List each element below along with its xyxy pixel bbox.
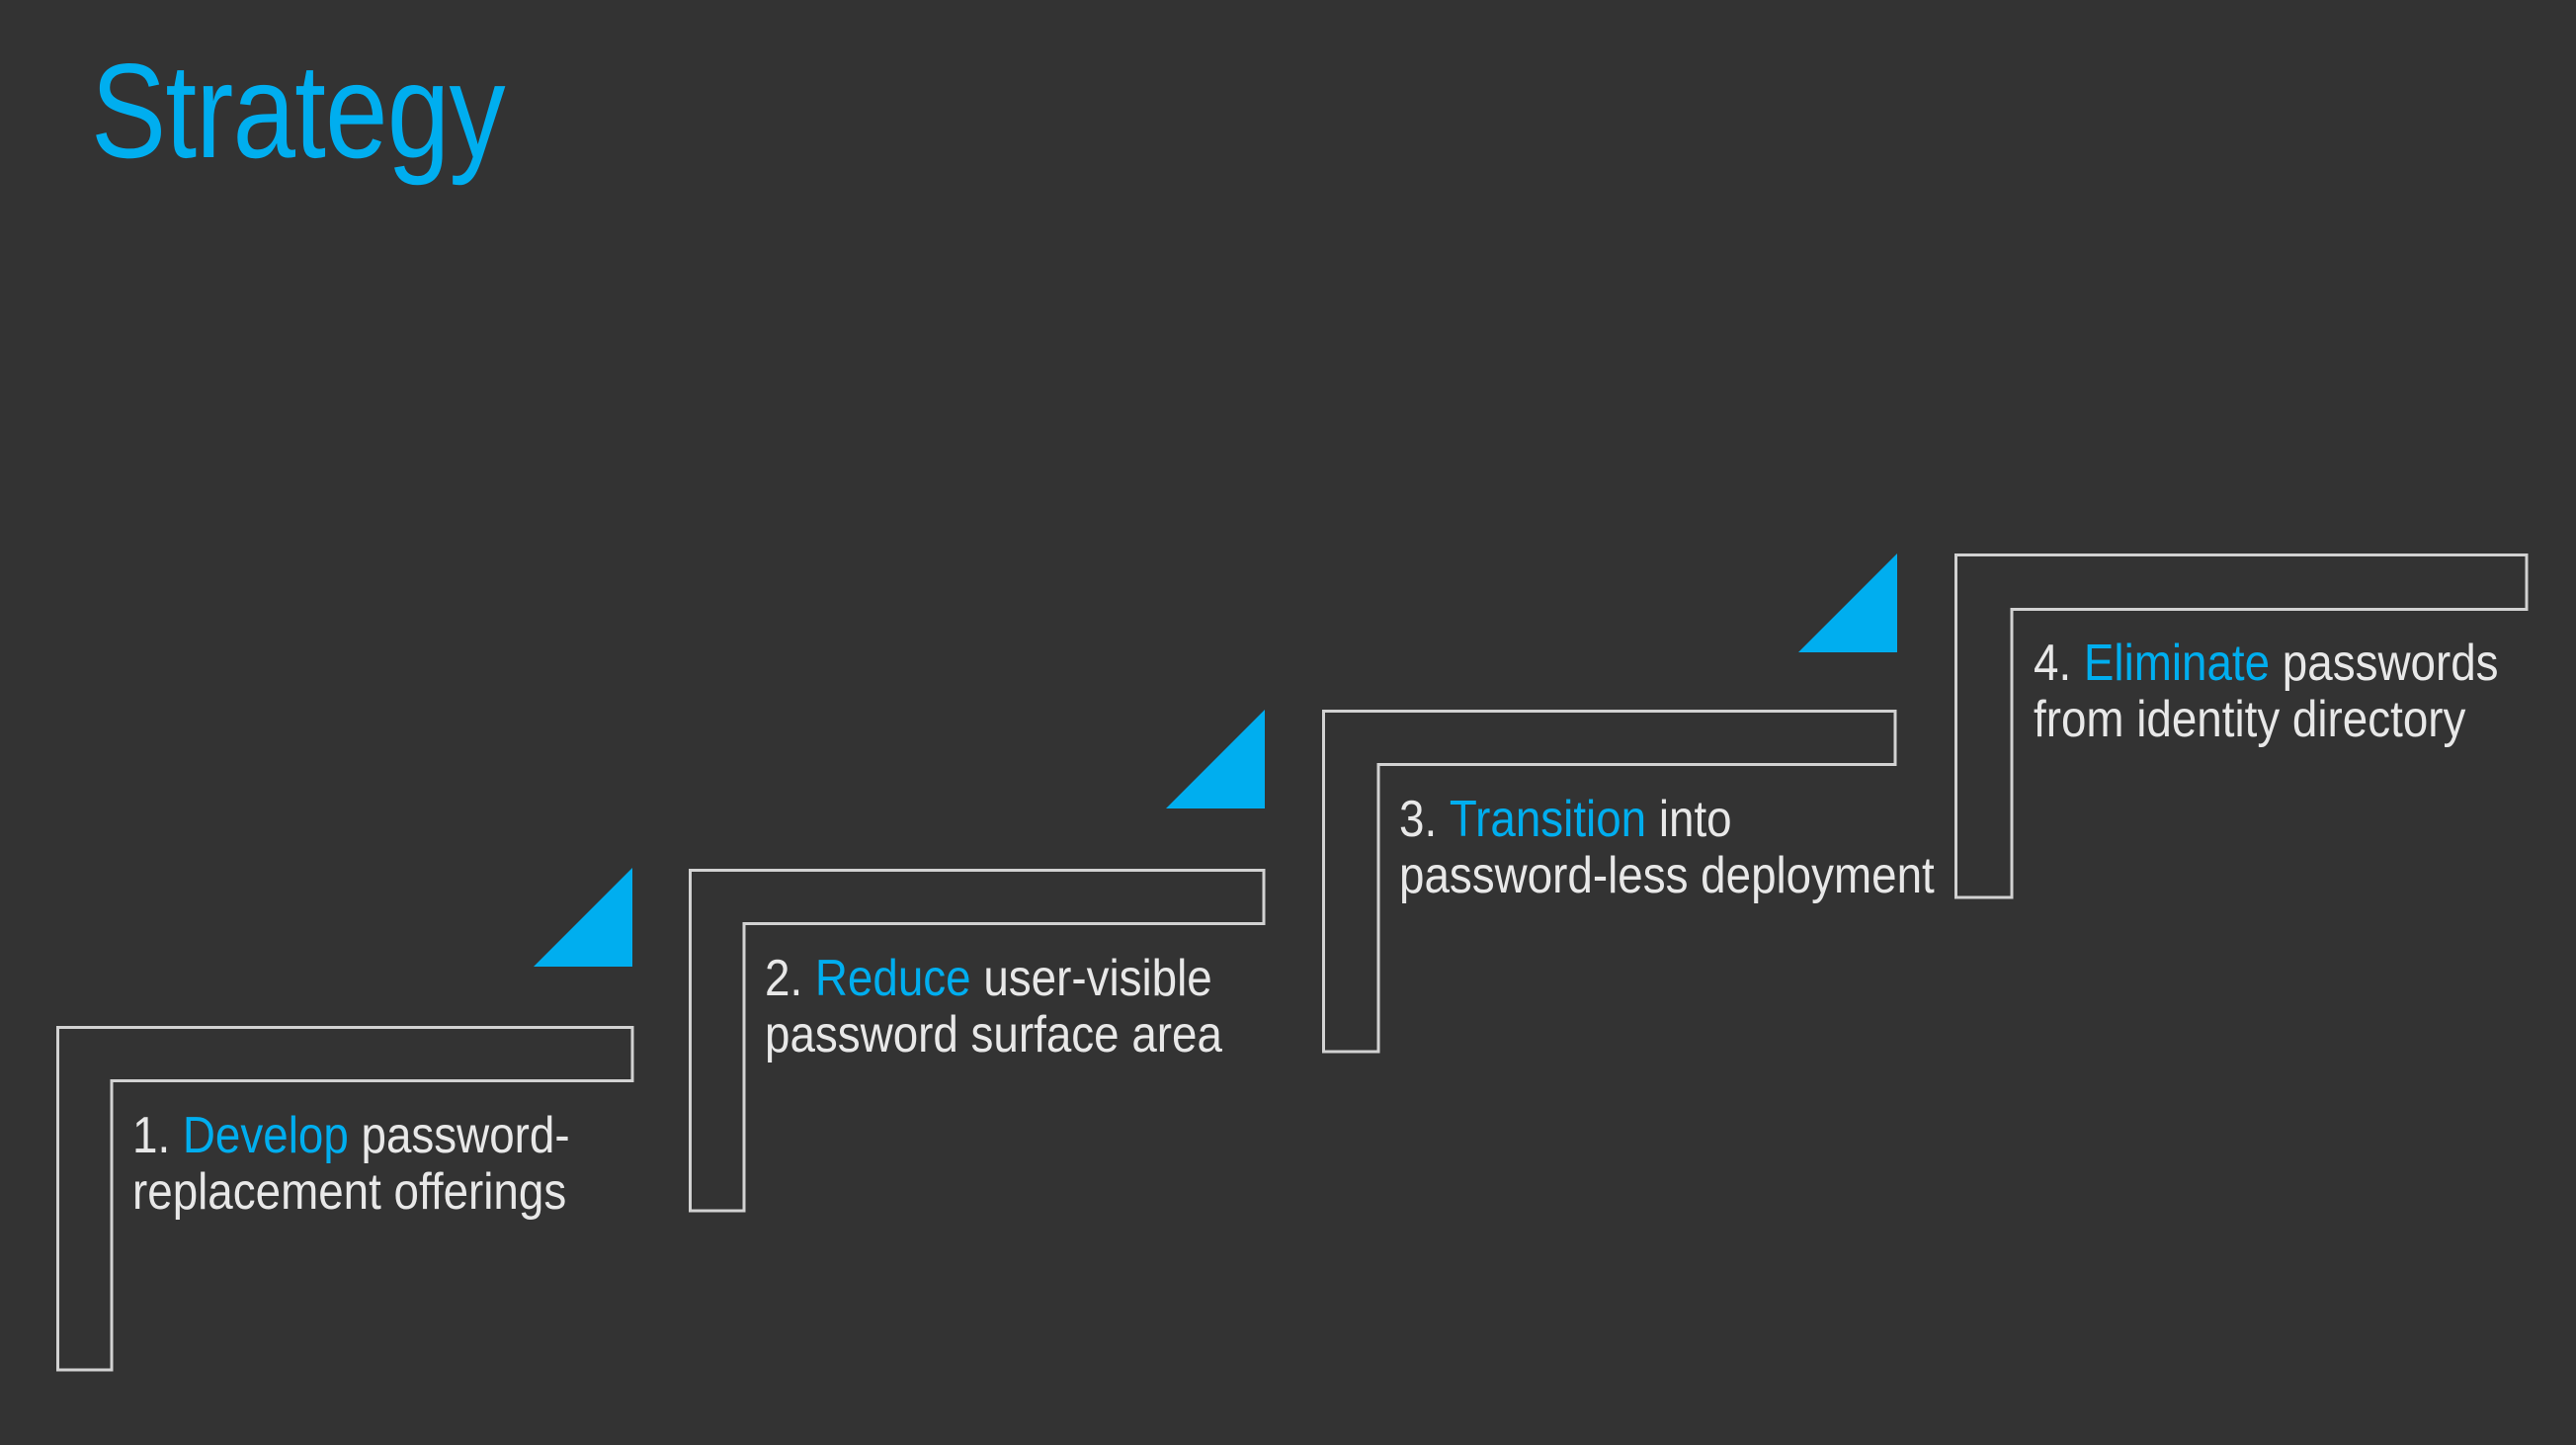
step-4-line-1: 4. Eliminate passwords (2034, 636, 2499, 692)
step-1-number: 1. (132, 1107, 171, 1164)
step-1-line1-rest: password- (348, 1107, 570, 1164)
step-2-line-1: 2. Reduce user-visible (765, 951, 1222, 1007)
step-2-text: 2. Reduce user-visible password surface … (765, 951, 1222, 1063)
step-1-text: 1. Develop password- replacement offerin… (132, 1108, 570, 1221)
step-4-text: 4. Eliminate passwords from identity dir… (2034, 636, 2499, 748)
step-4-line1-rest: passwords (2270, 635, 2499, 692)
cyan-triangle-icon-1 (534, 868, 632, 967)
step-1-line-2: replacement offerings (132, 1163, 567, 1221)
step-2-line-2: password surface area (765, 1006, 1222, 1063)
step-3-line-1: 3. Transition into (1399, 792, 1935, 848)
step-4[interactable]: 4. Eliminate passwords from identity dir… (1954, 553, 2529, 899)
step-2-line1-rest: user-visible (970, 950, 1212, 1007)
step-3-text: 3. Transition into password-less deploym… (1399, 792, 1935, 904)
step-1-bracket (56, 1026, 634, 1372)
step-2-bracket (689, 869, 1266, 1213)
step-4-number: 4. (2034, 635, 2072, 692)
step-4-bracket (1954, 553, 2529, 899)
cyan-triangle-icon-2 (1166, 710, 1265, 808)
step-3-keyword: Transition (1449, 791, 1647, 848)
step-3[interactable]: 3. Transition into password-less deploym… (1322, 710, 1935, 1054)
step-2-number: 2. (765, 950, 803, 1007)
page-title: Strategy (91, 36, 506, 186)
step-3-bracket (1322, 710, 1897, 1054)
step-2-keyword: Reduce (814, 950, 971, 1007)
step-3-line1-rest: into (1646, 791, 1732, 848)
step-4-line-2: from identity directory (2034, 691, 2466, 748)
step-3-line-2: password-less deployment (1399, 847, 1935, 904)
step-4-keyword: Eliminate (2083, 635, 2271, 692)
step-2[interactable]: 2. Reduce user-visible password surface … (689, 869, 1266, 1213)
step-3-number: 3. (1399, 791, 1438, 848)
step-1-keyword: Develop (182, 1107, 349, 1164)
cyan-triangle-icon-3 (1798, 553, 1897, 652)
step-1-line-1: 1. Develop password- (132, 1108, 570, 1164)
step-1[interactable]: 1. Develop password- replacement offerin… (56, 1026, 634, 1372)
